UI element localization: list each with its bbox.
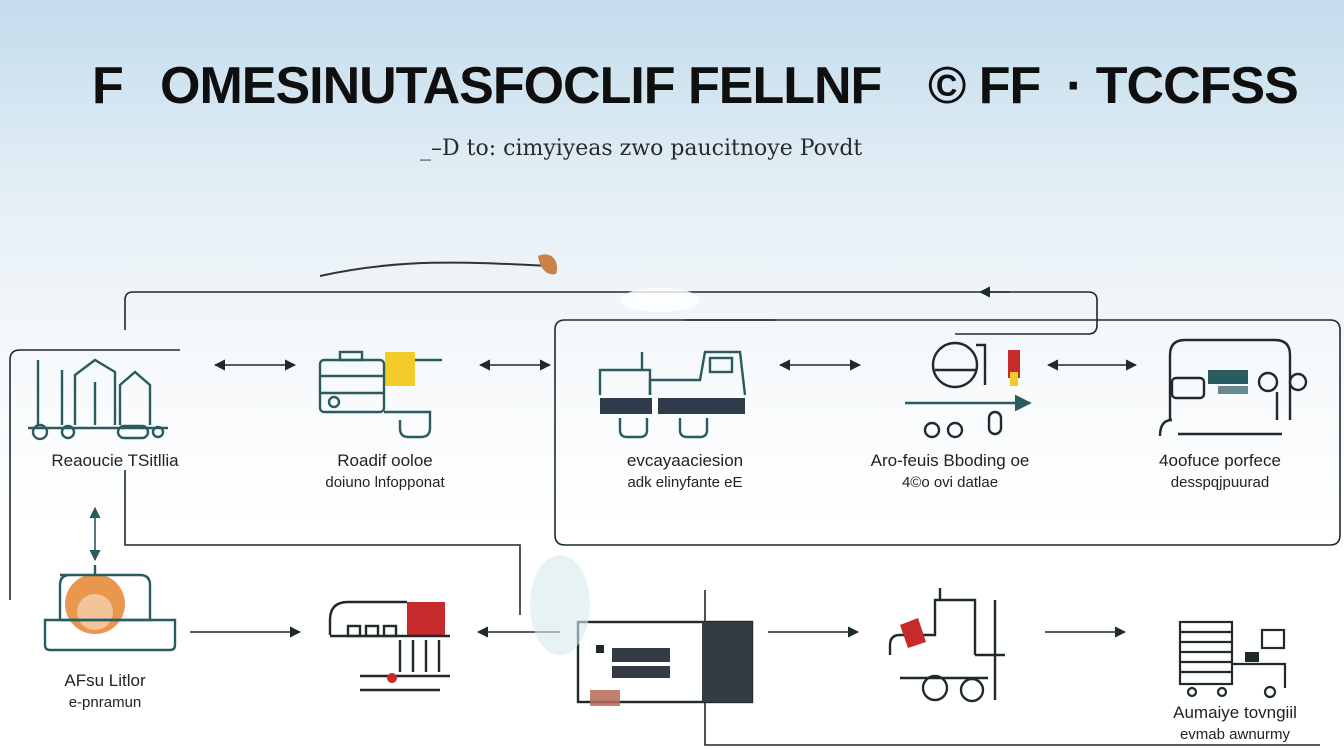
haze-blotch xyxy=(620,288,700,312)
step-label-6-line1: AFsu Litlor xyxy=(64,671,146,690)
step-label-4-line1: Aro-feuis Bboding oe xyxy=(870,451,1030,470)
title-part-3: © FF xyxy=(928,57,1041,115)
testing-robot-icon xyxy=(905,341,1032,439)
packaging-icon xyxy=(1158,338,1308,437)
step-label-7-line2: evmab awnurmy xyxy=(1179,726,1291,743)
loop-mid-left xyxy=(124,470,521,615)
step-label-3-line2: adk elinyfante eE xyxy=(627,474,743,491)
step-label-4: Aro-feuis Bboding oe 4©o ovi datlae xyxy=(840,450,1060,494)
title-part-4: · TCCFSS xyxy=(1066,57,1299,115)
title-part-2: OMESINUTASFOCLIF FELLNF xyxy=(160,57,882,115)
step-label-7: Aumaiye tovngiil evmab awnurmy xyxy=(1140,702,1330,746)
haze-blotch xyxy=(530,555,590,655)
step-label-3-line1: evcayaaciesion xyxy=(626,451,744,470)
step-label-6: AFsu Litlor e-pnramun xyxy=(30,670,180,714)
step-label-3: evcayaaciesion adk elinyfante eE xyxy=(585,450,785,494)
step-label-1: Reaoucie TSitllia xyxy=(20,450,210,472)
decorative-swoosh-tip xyxy=(538,254,558,275)
step-label-7-line1: Aumaiye tovngiil xyxy=(1173,703,1297,722)
step-label-2-line2: doiuno lnfopponat xyxy=(325,474,445,491)
title-part-1: F xyxy=(92,57,124,115)
step-label-5: 4oofuce porfece desspqjpuurad xyxy=(1130,450,1310,494)
forklift-icon xyxy=(888,588,1005,703)
control-panel-icon xyxy=(576,620,754,706)
factory-icon xyxy=(28,358,168,441)
dispatch-station-icon xyxy=(1178,620,1287,699)
storage-tank-icon xyxy=(43,565,177,652)
step-label-1-line1: Reaoucie TSitllia xyxy=(51,451,179,470)
step-label-2-line1: Roadif ooloe xyxy=(337,451,433,470)
loop-top xyxy=(124,291,1098,335)
decorative-swoosh xyxy=(319,261,551,277)
conveyor-truck-icon xyxy=(598,350,747,439)
transport-cart-icon xyxy=(328,600,450,692)
middle-frame xyxy=(554,319,1341,546)
step-label-6-line2: e-pnramun xyxy=(68,694,142,711)
step-label-5-line2: desspqjpuurad xyxy=(1170,474,1270,491)
step-label-4-line2: 4©o ovi datlae xyxy=(901,474,999,491)
step-label-5-line1: 4oofuce porfece xyxy=(1159,451,1281,470)
diagram-subtitle: _–D to: cimyiyeas zwo paucitnoye Povdt xyxy=(420,136,863,161)
loop-left xyxy=(9,349,180,600)
processing-machine-icon xyxy=(318,350,442,439)
step-label-2: Roadif ooloe doiuno lnfopponat xyxy=(290,450,480,494)
